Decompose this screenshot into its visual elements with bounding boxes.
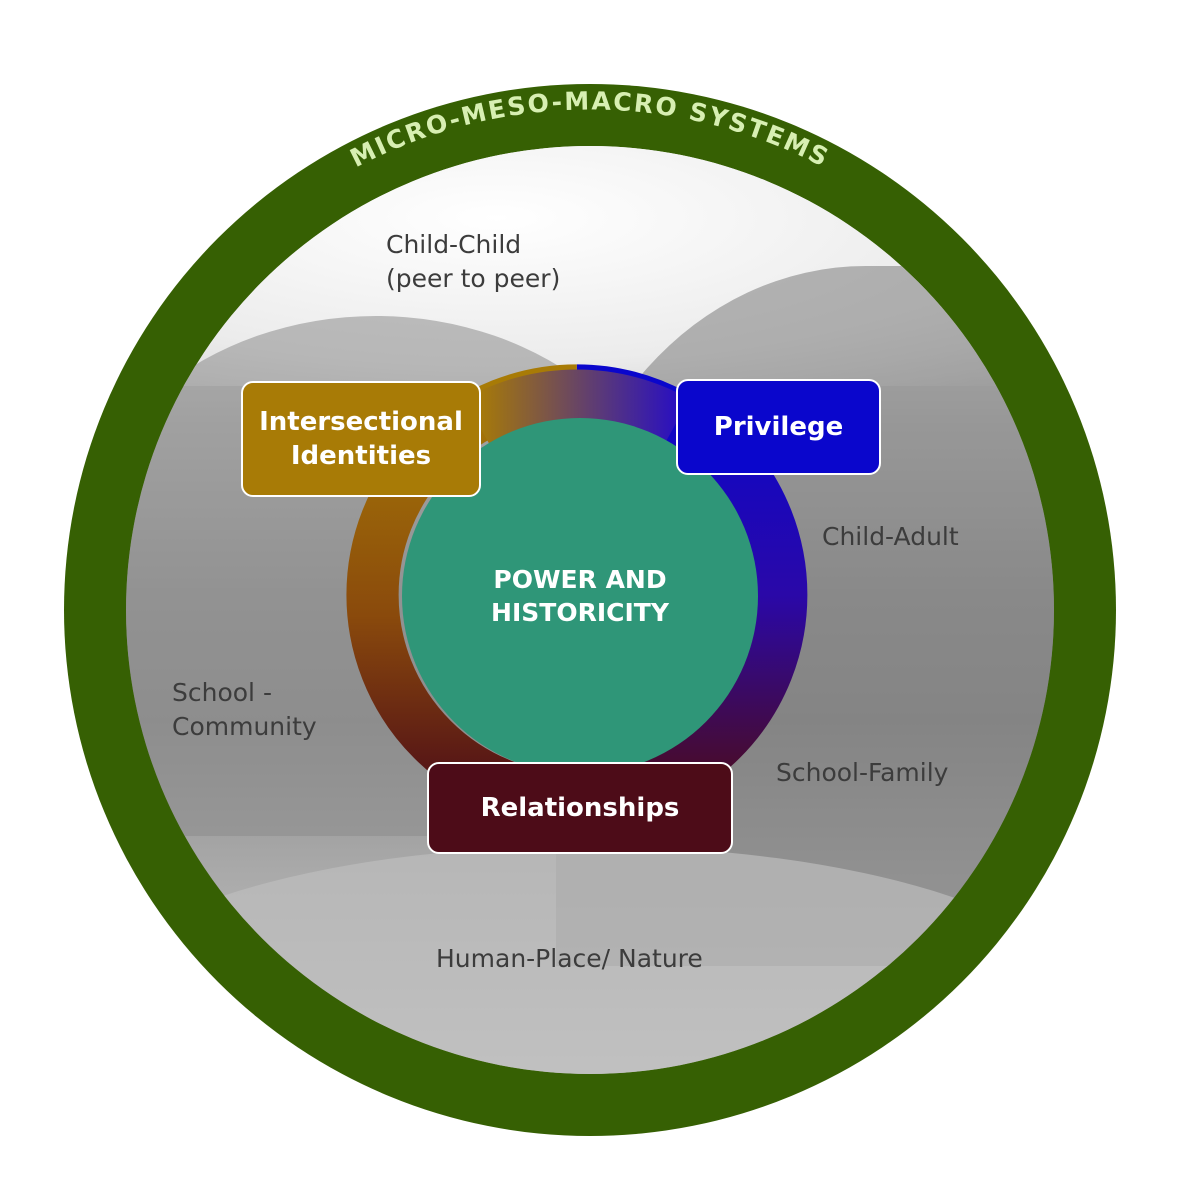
node-privilege-label: Privilege [713, 412, 844, 442]
node-identities-line2: Identities [290, 441, 432, 471]
ring-label-path: MICRO-MESO-MACRO SYSTEMS [346, 86, 833, 173]
node-identities-text: Intersectional Identities [259, 405, 463, 473]
core-line2: HISTORICITY [491, 598, 669, 627]
node-identities-line1: Intersectional [259, 407, 463, 437]
node-relationships: Relationships [427, 762, 733, 854]
label-human-place: Human-Place/ Nature [436, 944, 703, 973]
label-school-community: School - Community [172, 676, 317, 744]
core-text: POWER AND HISTORICITY [491, 563, 669, 629]
core-ring-top-arc [464, 369, 690, 445]
label-school-community-line2: Community [172, 712, 317, 741]
label-child-adult: Child-Adult [822, 522, 959, 551]
ring-label: MICRO-MESO-MACRO SYSTEMS [346, 86, 835, 173]
label-school-community-line1: School - [172, 678, 272, 707]
label-child-child-line2: (peer to peer) [386, 264, 561, 293]
node-privilege: Privilege [676, 379, 881, 475]
node-relationships-label: Relationships [480, 793, 680, 823]
label-child-child: Child-Child (peer to peer) [386, 228, 560, 296]
label-school-family: School-Family [776, 758, 949, 787]
core-line1: POWER AND [493, 565, 667, 594]
node-intersectional-identities: Intersectional Identities [241, 381, 481, 497]
label-child-child-line1: Child-Child [386, 230, 522, 259]
valley [126, 846, 1054, 1074]
